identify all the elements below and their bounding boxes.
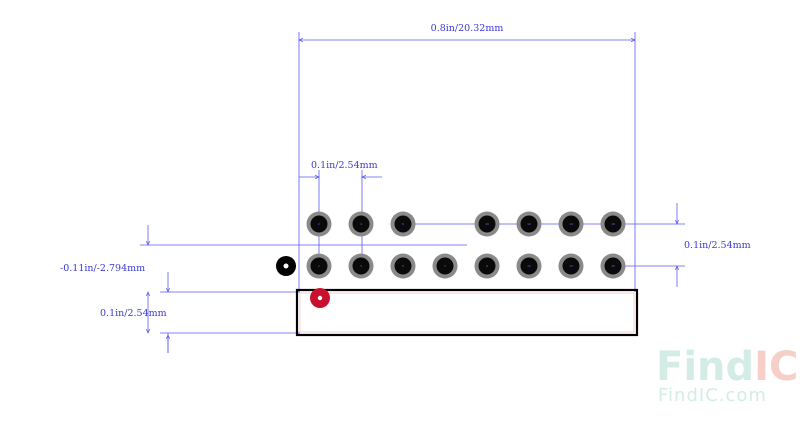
watermark-logo-accent: IC [754,344,798,390]
pads-top-row: 2 4 6 10 12 14 16 [306,211,626,237]
row-spacing-dimension: 0.1in/2.54mm [403,203,751,287]
pad-4: 4 [348,211,374,237]
pad-label: 11 [527,264,531,268]
body-offset-dimension: 0.1in/2.54mm [100,292,300,353]
pad-9: 9 [474,253,500,279]
overall-width-dimension: 0.8in/20.32mm [299,23,635,292]
pad-7: 7 [432,253,458,279]
pitch-label: 0.1in/2.54mm [311,160,378,171]
pad-1: 1 [306,253,332,279]
pad-13: 13 [558,253,584,279]
pad-label: 10 [485,222,489,226]
pitch-dimension: 0.1in/2.54mm [299,160,382,268]
pad-label: 7 [444,264,446,268]
pad-label: 16 [611,222,615,226]
overall-width-label: 0.8in/20.32mm [431,23,504,34]
pad-5: 5 [390,253,416,279]
offset-dimension: -0.11in/-2.794mm [60,225,467,292]
watermark-logo: FindIC FindIC.com [656,344,798,406]
pad-15: 15 [600,253,626,279]
pad-label: 15 [611,264,615,268]
pad-3: 3 [348,253,374,279]
watermark-url: FindIC.com [658,385,767,406]
component-body-inner [299,292,635,333]
pad-label: 13 [569,264,573,268]
pad-label: 4 [360,222,362,226]
pad-11: 11 [516,253,542,279]
pad-label: 12 [527,222,531,226]
pad-10: 10 [474,211,500,237]
pad-label: 1 [318,264,320,268]
pad-label: 6 [402,222,404,226]
row-spacing-label: 0.1in/2.54mm [684,240,751,251]
origin-marker [276,256,296,276]
pad-label: 9 [486,264,488,268]
pad-label: 3 [360,264,362,268]
pad-label: 14 [569,222,573,226]
pad-12: 12 [516,211,542,237]
pad-label: 2 [318,222,320,226]
pad-16: 16 [600,211,626,237]
pin1-marker [310,288,330,308]
pad-label: 5 [402,264,404,268]
svg-text:FindIC: FindIC [656,344,798,390]
pad-2: 2 [306,211,332,237]
pad-14: 14 [558,211,584,237]
pad-6: 6 [390,211,416,237]
body-offset-label: 0.1in/2.54mm [100,308,167,319]
component-body-outline [295,288,639,337]
watermark-logo-main: Find [656,344,754,390]
offset-label: -0.11in/-2.794mm [60,263,145,274]
